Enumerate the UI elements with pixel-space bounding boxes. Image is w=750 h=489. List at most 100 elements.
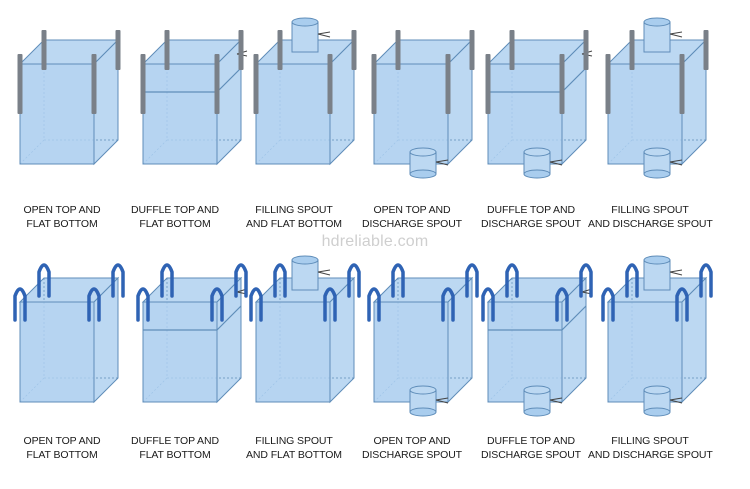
bag-variant	[131, 250, 249, 420]
bag-illustration	[481, 263, 593, 417]
lifting-loop	[234, 263, 248, 298]
lifting-loop	[601, 287, 615, 322]
filling-spout	[643, 21, 671, 53]
bag-front-face	[607, 301, 683, 403]
bag-caption-line: FLAT BOTTOM	[139, 218, 211, 230]
bag-caption-line: OPEN TOP AND	[373, 204, 451, 216]
discharge-spout-rim	[409, 385, 437, 395]
bag-front-face	[255, 301, 331, 403]
lifting-loop	[391, 263, 405, 298]
filling-spout-rim	[291, 17, 319, 27]
bag-front-face	[19, 301, 95, 403]
lifting-loop	[210, 287, 224, 322]
discharge-spout-rim	[523, 407, 551, 417]
lifting-strap	[164, 30, 170, 70]
lifting-strap	[91, 54, 97, 114]
bag-caption-line: FLAT BOTTOM	[26, 449, 98, 461]
discharge-spout-rim	[409, 147, 437, 157]
lifting-strap	[509, 30, 515, 70]
bag-caption-line: AND FLAT BOTTOM	[246, 218, 342, 230]
bag-variant	[362, 12, 480, 182]
tie-string-icon	[435, 397, 449, 404]
bag-front-face	[142, 301, 218, 403]
discharge-spout-rim	[643, 385, 671, 395]
bag-caption-line: FILLING SPOUT	[611, 435, 689, 447]
bag-body	[136, 263, 248, 404]
filling-spout-rim	[643, 255, 671, 265]
bag-front-face	[487, 301, 563, 403]
lifting-strap	[629, 30, 635, 70]
bag-caption-line: DISCHARGE SPOUT	[480, 218, 581, 230]
tie-string-icon	[549, 397, 563, 404]
lifting-strap	[371, 54, 377, 114]
bag-illustration	[249, 255, 361, 404]
lifting-loop	[367, 287, 381, 322]
discharge-spout-rim	[643, 407, 671, 417]
bag-variant	[362, 250, 480, 420]
bag-illustration	[253, 17, 357, 166]
lifting-loop	[625, 263, 639, 298]
bag-body	[140, 30, 248, 166]
bag-front-face	[487, 63, 563, 165]
discharge-spout-rim	[523, 385, 551, 395]
bag-variant	[8, 250, 126, 420]
discharge-spout-rim	[409, 169, 437, 179]
tie-string-icon	[435, 159, 449, 166]
lifting-strap	[395, 30, 401, 70]
bag-variant	[244, 250, 362, 420]
bag-caption-line: DUFFLE TOP AND	[131, 435, 219, 447]
bag-body	[367, 263, 479, 417]
lifting-strap	[140, 54, 146, 114]
bag-illustration	[13, 263, 125, 404]
lifting-strap	[679, 54, 685, 114]
lifting-loop	[441, 287, 455, 322]
lifting-loop	[481, 287, 495, 322]
tie-string-icon	[669, 159, 683, 166]
bag-caption: DUFFLE TOP AND DISCHARGE SPOUT	[469, 203, 593, 231]
bag-caption-line: FILLING SPOUT	[255, 204, 333, 216]
bag-front-face	[373, 63, 449, 165]
discharge-spout-rim	[409, 407, 437, 417]
bag-illustration	[371, 30, 475, 179]
bag-caption-line: AND DISCHARGE SPOUT	[588, 449, 713, 461]
duffle-seam	[216, 305, 242, 331]
lifting-loop	[323, 287, 337, 322]
bag-caption-line: DUFFLE TOP AND	[487, 435, 575, 447]
lifting-loop	[111, 263, 125, 298]
lifting-strap	[469, 30, 475, 70]
bag-front-face	[142, 63, 218, 165]
bag-caption-line: OPEN TOP AND	[23, 204, 101, 216]
bag-front-face	[19, 63, 95, 165]
bag-caption-line: OPEN TOP AND	[373, 435, 451, 447]
filling-spout-rim	[643, 17, 671, 27]
bag-caption: OPEN TOP AND FLAT BOTTOM	[0, 203, 124, 231]
lifting-strap	[485, 54, 491, 114]
bag-body	[13, 263, 125, 404]
bag-body	[253, 17, 357, 166]
bag-body	[249, 255, 361, 404]
bag-caption-line: DUFFLE TOP AND	[487, 204, 575, 216]
bag-illustration	[140, 30, 248, 166]
bag-caption-line: AND FLAT BOTTOM	[246, 449, 342, 461]
bag-caption-line: FLAT BOTTOM	[26, 218, 98, 230]
bag-variant	[8, 12, 126, 182]
lifting-loop	[136, 287, 150, 322]
bag-caption-line: FILLING SPOUT	[611, 204, 689, 216]
bag-variant	[596, 12, 714, 182]
bag-body	[481, 263, 593, 417]
duffle-seam	[561, 67, 587, 93]
discharge-spout-rim	[523, 169, 551, 179]
lifting-strap	[238, 30, 244, 70]
tie-string-icon	[669, 31, 683, 38]
bag-illustration	[485, 30, 593, 179]
bag-body	[601, 255, 713, 417]
bag-caption: FILLING SPOUT AND FLAT BOTTOM	[232, 203, 356, 231]
bag-variant	[596, 250, 714, 420]
filling-spout-rim	[291, 255, 319, 265]
